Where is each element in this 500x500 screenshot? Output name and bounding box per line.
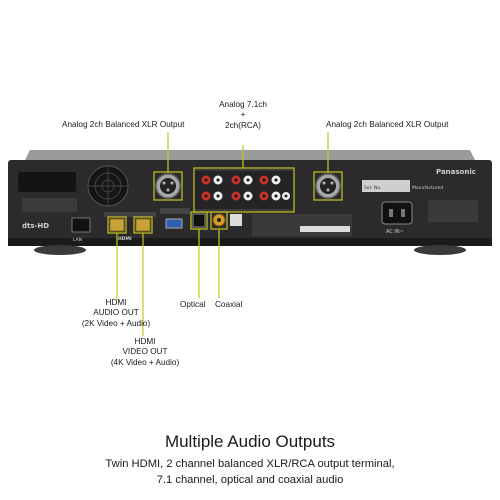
coaxial-callout: Coaxial [215,300,243,309]
hdmi-audio-line1: HDMI [105,298,127,307]
hdmi-video-line2: VIDEO OUT [122,347,168,357]
lan-label: LAN [73,237,82,243]
vent-slot [18,172,76,192]
page-title: Multiple Audio Outputs [164,432,336,451]
chassis-top [24,150,476,162]
brand-logo: Panasonic [436,168,476,176]
optical-port [192,213,206,228]
right-foot [414,245,466,255]
callout-lines [107,132,343,336]
hdmi-video-line3: (4K Video + Audio) [110,357,180,367]
analog-71-line3: 2ch(RCA) [225,120,261,130]
serial-sticker [362,180,410,192]
manufactured-label: Manufactured [412,185,443,191]
left-foot [34,245,86,255]
xlr-right-callout: Analog 2ch Balanced XLR Output [326,120,449,129]
rating-label [428,200,478,222]
page-subtitle: Twin HDMI, 2 channel balanced XLR/RCA ou… [0,456,500,488]
hdmi-audio-line2: AUDIO OUT [93,308,139,318]
hdmi-video-line1: HDMI [134,337,156,346]
hdmi-audio-line3: (2K Video + Audio) [81,318,151,328]
dts-logo: dts-HD [22,222,49,230]
serial-label: Ser. No. [364,185,381,191]
subtitle-line2: 7.1 channel, optical and coaxial audio [156,474,344,487]
hdmi-audio-port [109,218,125,232]
subtitle-line1: Twin HDMI, 2 channel balanced XLR/RCA ou… [105,458,395,470]
lan-port [71,217,91,233]
analog-71-callout: Analog 7.1ch + 2ch(RCA) [213,100,273,131]
usb-port [165,218,183,229]
hdmi-video-port [135,218,151,232]
hdmi-audio-callout: HDMI AUDIO OUT (2K Video + Audio) [66,298,166,329]
analog-71-line2: + [240,110,246,120]
xlr-left-callout: Analog 2ch Balanced XLR Output [62,120,185,129]
ac-inlet [381,201,413,225]
analog-71-line1: Analog 7.1ch [219,100,267,109]
hdmi-video-callout: HDMI VIDEO OUT (4K Video + Audio) [95,337,195,368]
info-sticker [22,198,77,212]
warning-label [252,214,352,236]
rca-bank [193,169,295,211]
optical-callout: Optical [180,300,206,309]
ac-in-label: AC IN~ [386,229,404,235]
chassis-bottom [8,238,492,246]
hdmi-label: HDMI [118,236,132,242]
dolby-logo [230,214,242,226]
rca-jacks [201,175,290,201]
